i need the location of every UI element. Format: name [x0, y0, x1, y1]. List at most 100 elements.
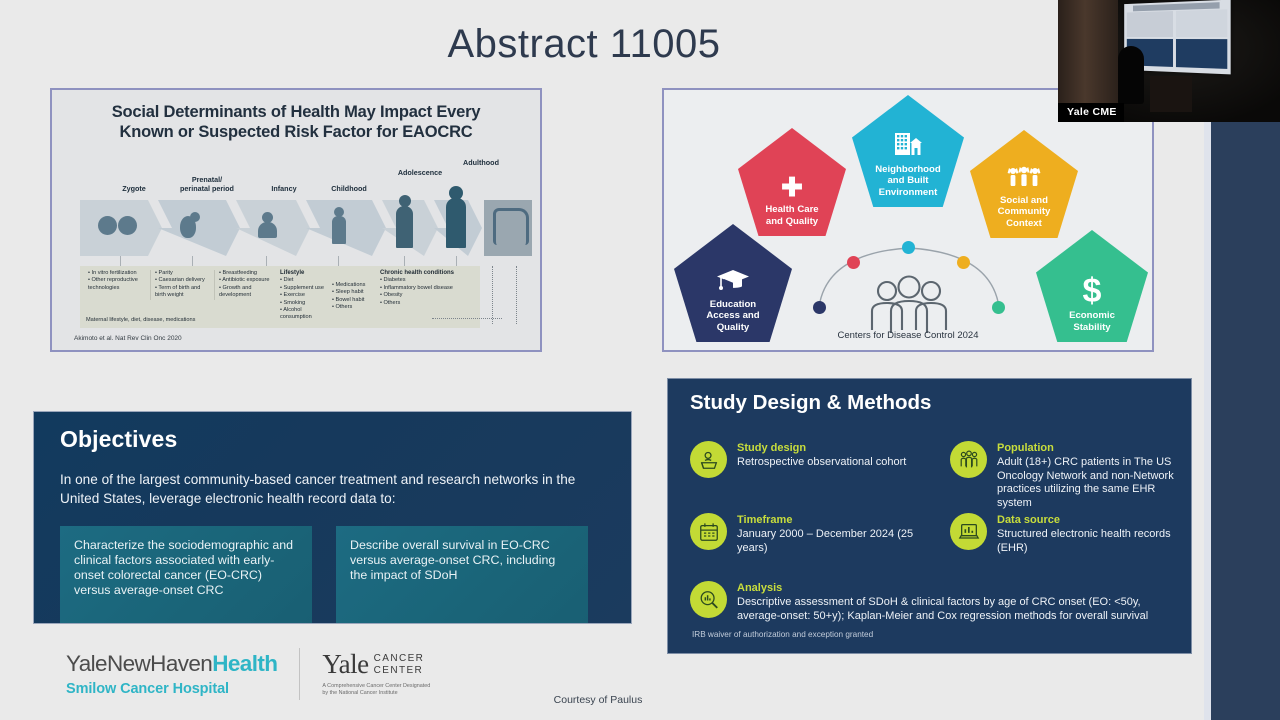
sdoh-pentagon-panel: ✚ Health Care and Quality [662, 88, 1154, 352]
sdoh-dot-social-community [957, 256, 970, 269]
study-item-body: Retrospective observational cohort [737, 456, 907, 468]
infant-icon [258, 222, 277, 238]
lifecourse-stage-labels: Zygote Prenatal/perinatal period Infancy… [52, 158, 540, 202]
pentagon-label: Education Access and Quality [706, 298, 760, 333]
adult-head-icon [449, 186, 463, 200]
risk-factor-column-chronic: Chronic health conditions • Diabetes • I… [380, 270, 455, 306]
study-item-heading: Timeframe [737, 514, 793, 526]
child-head-icon [334, 207, 344, 217]
pentagon-label: Health Care and Quality [765, 204, 819, 227]
objective-card: Describe overall survival in EO-CRC vers… [336, 526, 588, 623]
sdoh-dot-education [813, 301, 826, 314]
study-item-heading: Data source [997, 514, 1060, 526]
risk-factor-column: • Parity • Caesarian delivery • Term of … [150, 270, 208, 300]
stage-label-adulthood: Adulthood [463, 158, 499, 167]
study-item-population: Population Adult (18+) CRC patients in T… [950, 441, 1178, 510]
risk-factor-box: • In vitro fertilization • Other reprodu… [80, 266, 480, 328]
pip-screen-tile [1126, 11, 1173, 37]
pentagon-label: Social and Community Context [997, 194, 1051, 229]
pip-podium [1150, 76, 1192, 112]
lifecourse-title: Social Determinants of Health May Impact… [111, 103, 481, 141]
stage-label-zygote: Zygote [122, 184, 146, 193]
nci-designation-text: A Comprehensive Cancer Center Designated… [322, 683, 431, 696]
study-item-heading: Study design [737, 442, 807, 454]
pip-screen-tile [1175, 39, 1228, 69]
adult-icon [446, 198, 466, 248]
right-gutter [1204, 0, 1211, 720]
objectives-card-list: Characterize the sociodemographic and cl… [60, 526, 605, 623]
risk-factor-column: • Breastfeeding • Antibiotic exposure • … [214, 270, 270, 300]
infant-head-icon [262, 212, 273, 223]
sdoh-pentagon-social-community: Social and Community Context [970, 130, 1078, 238]
courtesy-credit: Courtesy of Paulus [553, 694, 643, 706]
group-of-people-icon [950, 441, 987, 478]
pentagon-label: Neighborhood and Built Environment [875, 163, 941, 198]
objectives-lead-text: In one of the largest community-based ca… [60, 472, 576, 506]
pentagon-label: Economic Stability [1069, 310, 1115, 333]
calendar-icon [690, 513, 727, 550]
logo-divider [299, 648, 301, 700]
stage-arrow-prenatal [158, 200, 240, 256]
medical-cross-icon: ✚ [781, 172, 803, 202]
dollar-sign-icon: $ [1082, 272, 1102, 310]
lifecourse-stage-band [80, 186, 480, 256]
risk-factor-column: • Medications • Sleep habit • Bowel habi… [332, 282, 366, 311]
risk-factor-column: • In vitro fertilization • Other reprodu… [88, 270, 138, 291]
study-item-body: January 2000 – December 2024 (25 years) [737, 528, 914, 554]
sdoh-dot-health-care [847, 256, 860, 269]
study-item-analysis: Analysis Descriptive assessment of SDoH … [690, 581, 1178, 623]
objectives-title: Objectives [60, 426, 178, 452]
pip-screen-tile [1175, 9, 1228, 37]
graduation-cap-icon [716, 267, 750, 295]
stage-label-prenatal: Prenatal/perinatal period [180, 175, 234, 193]
sdoh-center-graphic [809, 235, 1009, 340]
adolescent-icon [396, 206, 413, 248]
stage-label-infancy: Infancy [271, 184, 297, 193]
study-item-timeframe: Timeframe January 2000 – December 2024 (… [690, 513, 920, 555]
zygote-cell-icon [98, 216, 117, 235]
sdoh-dot-economic [992, 301, 1005, 314]
video-thumbnail-overlay[interactable]: Yale CME [1058, 0, 1280, 122]
ynhh-wordmark: YaleNewHavenHealth [66, 651, 278, 676]
study-item-heading: Population [997, 442, 1054, 454]
colon-connector-line [432, 318, 502, 319]
sdoh-pentagon-education: Education Access and Quality [674, 224, 792, 342]
sdoh-pentagon-economic: $ Economic Stability [1036, 230, 1148, 342]
sdoh-pentagon-neighborhood: Neighborhood and Built Environment [852, 95, 964, 207]
maternal-note: Maternal lifestyle, diet, disease, medic… [86, 317, 196, 323]
magnifying-glass-chart-icon [690, 581, 727, 618]
colon-connector-line [516, 266, 517, 324]
study-design-title: Study Design & Methods [690, 391, 932, 414]
stage-label-childhood: Childhood [331, 184, 367, 193]
video-channel-label: Yale CME [1058, 103, 1124, 122]
risk-factor-column-lifestyle: Lifestyle • Diet • Supplement use • Exer… [280, 270, 324, 321]
lifecourse-figure-panel: Social Determinants of Health May Impact… [50, 88, 542, 352]
study-item-body: Adult (18+) CRC patients in The US Oncol… [997, 456, 1174, 509]
bar-chart-laptop-icon [950, 513, 987, 550]
sdoh-dot-neighborhood [902, 241, 915, 254]
zygote-cell-icon [118, 216, 137, 235]
child-icon [332, 216, 346, 244]
study-item-body: Descriptive assessment of SDoH & clinica… [737, 596, 1149, 622]
pip-screen-row-top [1124, 9, 1230, 37]
pip-curtain [1058, 0, 1118, 122]
colon-illustration [484, 200, 532, 256]
people-raised-arms-icon [1007, 165, 1041, 191]
study-item-heading: Analysis [737, 582, 783, 594]
study-item-data-source: Data source Structured electronic health… [950, 513, 1178, 555]
irb-footnote: IRB waiver of authorization and exceptio… [692, 630, 874, 639]
stage-label-adolescence: Adolescence [397, 168, 443, 177]
objectives-panel: Objectives In one of the largest communi… [33, 411, 632, 624]
stage-arrow-childhood [306, 200, 386, 256]
lifecourse-tick-marks [80, 256, 480, 266]
adolescent-head-icon [399, 195, 411, 207]
study-item-study-design: Study design Retrospective observational… [690, 441, 920, 478]
study-design-panel: Study Design & Methods Study design Retr… [667, 378, 1192, 654]
figure-citation: Akimoto et al. Nat Rev Clin Onc 2020 [74, 335, 182, 342]
logo-row: YaleNewHavenHealth Smilow Cancer Hospita… [66, 648, 430, 700]
yale-wordmark: Yale [322, 649, 369, 679]
page-title: Abstract 11005 [447, 22, 721, 66]
sdoh-pentagon-health-care: ✚ Health Care and Quality [738, 128, 846, 236]
